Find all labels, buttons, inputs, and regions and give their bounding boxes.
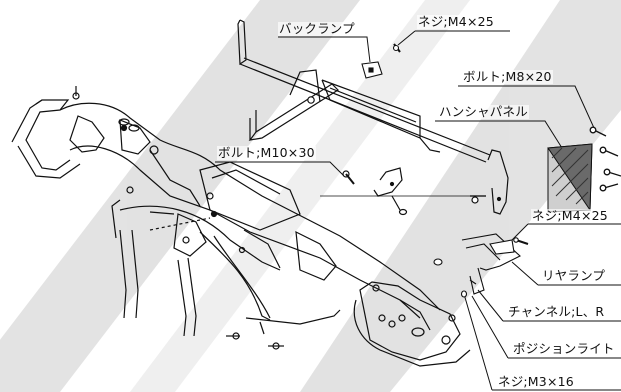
leader-rear-lamp [511,261,539,286]
label-back-lamp: バックランプ [278,21,356,36]
leader-back-lamp [278,36,371,63]
back-lamp [361,43,401,79]
bolts-reflector [589,126,621,192]
watermark-band-left [0,0,360,392]
label-bolt-m8: ボルト;M8×20 [462,69,553,84]
rear-bracket [237,19,509,216]
label-screw-m3: ネジ;M3×16 [497,374,575,389]
leader-lines [215,30,621,391]
leader-bolt-m8 [458,85,595,129]
label-screw-m4-right: ネジ;M4×25 [531,208,609,223]
label-bolt-m10: ボルト;M10×30 [217,145,316,160]
label-rear-lamp: リヤランプ [541,268,607,283]
leader-reflector-panel [435,120,563,149]
label-screw-m4-top: ネジ;M4×25 [417,14,495,29]
label-channel: チャンネル;L、R [507,304,606,319]
leader-screw-m3 [463,293,493,391]
leader-screw-m4-top [397,30,416,46]
leader-position-light [471,295,509,359]
label-reflector-panel: ハンシャパネル [438,104,529,119]
leader-bolt-m10 [215,161,345,177]
watermark-band-thin [130,0,470,392]
leader-screw-m4-right [511,223,529,241]
reflector-panel [547,143,593,213]
label-position-light: ポジションライト [512,341,616,356]
rear-lamp-channel [433,233,529,298]
chassis-frame [11,86,471,367]
leader-channel [477,289,504,322]
